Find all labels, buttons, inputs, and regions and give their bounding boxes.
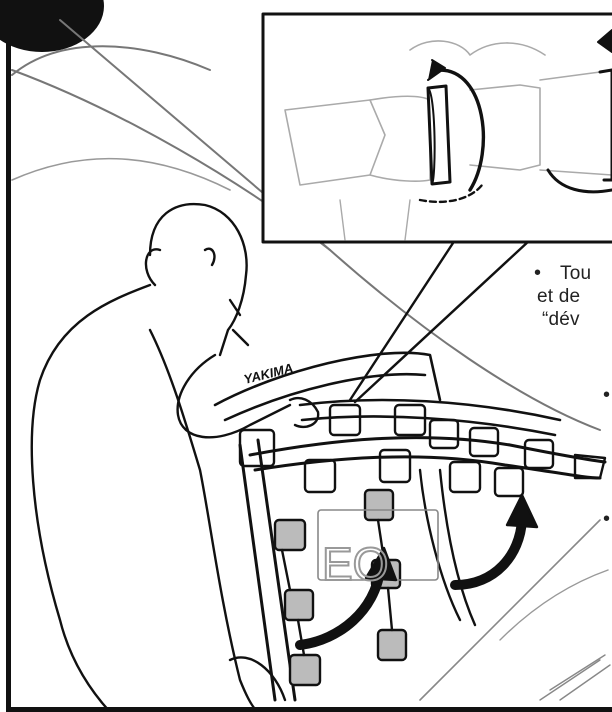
instruction-line-3: “dév [542,309,580,330]
page-frame [6,0,612,712]
instruction-text: Tou et de “dév [522,262,612,331]
instruction-line-2: et de [537,286,581,307]
bullet-icon: • [603,508,611,530]
instruction-line-1: Tou [560,263,592,284]
brand-logo: YAKIMA [242,360,294,387]
bullet-icon: • [534,262,542,284]
license-plate-text: EO [322,538,388,590]
bullet-icon: • [603,384,611,406]
